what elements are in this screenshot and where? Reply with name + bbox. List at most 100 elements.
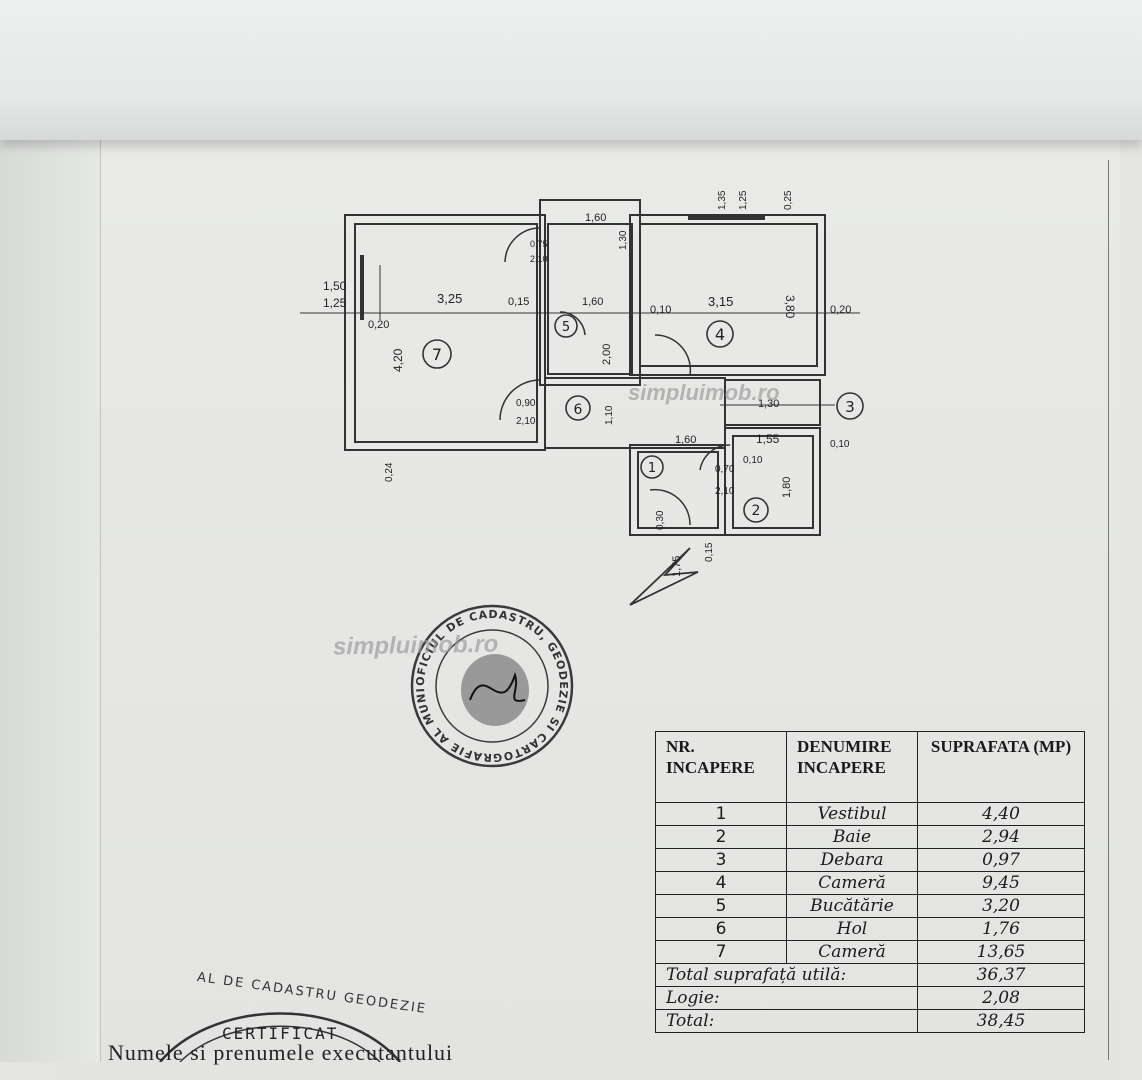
- room-4-marker: [706, 320, 734, 348]
- dim-1-35: 1,35: [717, 190, 728, 210]
- loggia-value: 2,08: [917, 986, 1085, 1010]
- room-nr: 2: [655, 825, 787, 849]
- room-number-2: 2: [752, 503, 761, 519]
- room-area: 2,94: [917, 825, 1085, 849]
- room-nr: 1: [655, 802, 787, 826]
- rooms-table: NR. INCAPERE DENUMIRE INCAPERE SUPRAFATA…: [655, 731, 1085, 1033]
- certificate-stamp: [159, 1012, 401, 1062]
- dim-1-25: 1,25: [323, 296, 347, 310]
- dim-1-55: 1,55: [756, 432, 780, 446]
- north-arrow: [629, 547, 699, 606]
- dim-0-15-bottom: 0,15: [704, 542, 715, 562]
- table-row: 3 Debara 0,97: [655, 848, 1085, 872]
- dim-3-15: 3,15: [708, 294, 733, 309]
- dim-2-10-door: 2,10: [530, 254, 548, 264]
- dim-2-10-door7: 2,10: [516, 416, 536, 427]
- dim-2-00: 2,00: [601, 344, 613, 365]
- room-nr: 7: [655, 940, 787, 964]
- room-5-marker: [554, 314, 578, 338]
- header-nr: NR. INCAPERE: [655, 731, 787, 803]
- grand-total-label: Total:: [655, 1009, 918, 1033]
- room-name: Vestibul: [786, 802, 918, 826]
- room-number-1: 1: [648, 461, 656, 476]
- dim-0-75-door: 0,75: [530, 239, 548, 249]
- dim-0-10: 0,10: [650, 304, 671, 316]
- dim-0-24: 0,24: [384, 462, 395, 482]
- room-name: Cameră: [786, 940, 918, 964]
- room-2-walls: [724, 427, 821, 536]
- room-number-6: 6: [574, 402, 583, 418]
- table-row: 4 Cameră 9,45: [655, 871, 1085, 895]
- executant-line: Numele si prenumele executantului: [108, 1040, 454, 1065]
- table-row: 2 Baie 2,94: [655, 825, 1085, 849]
- dim-0-90-door7: 0,90: [516, 398, 536, 409]
- dim-0-20-left: 0,20: [368, 319, 389, 331]
- room-number-4: 4: [715, 325, 725, 344]
- room-7-walls: [344, 214, 546, 451]
- room-number-3: 3: [845, 398, 855, 416]
- room-name: Debara: [786, 848, 918, 872]
- room-number-7: 7: [432, 345, 442, 364]
- left-paper-edge: [0, 130, 101, 1062]
- dim-1-80: 1,80: [781, 477, 793, 498]
- room-area: 13,65: [917, 940, 1085, 964]
- dim-1-75: 1,75: [671, 556, 683, 577]
- table-row: 1 Vestibul 4,40: [655, 802, 1085, 826]
- dim-2-10-bath: 2,10: [715, 486, 735, 497]
- watermark-text: simpluimob.ro: [332, 630, 499, 661]
- room-nr: 6: [655, 917, 787, 941]
- room-7-marker: [422, 339, 452, 369]
- table-row: 7 Cameră 13,65: [655, 940, 1085, 964]
- total-label: Total suprafață utilă:: [655, 963, 918, 987]
- room-area: 3,20: [917, 894, 1085, 918]
- room-6-marker: [565, 395, 591, 421]
- room-name: Bucătărie: [786, 894, 918, 918]
- room-nr: 5: [655, 894, 787, 918]
- dim-1-30-mid: 1,30: [758, 398, 779, 410]
- room-nr: 4: [655, 871, 787, 895]
- room-3-marker: [836, 392, 864, 420]
- header-area: SUPRAFATA (MP): [917, 731, 1085, 803]
- header-name: DENUMIRE INCAPERE: [786, 731, 918, 803]
- dim-0-30: 0,30: [655, 510, 666, 530]
- dim-1-60-top: 1,60: [585, 212, 606, 224]
- loggia-row: Logie: 2,08: [655, 986, 1085, 1010]
- room-name: Hol: [786, 917, 918, 941]
- certificate-label: CERTIFICAT: [222, 1024, 339, 1043]
- room-area: 0,97: [917, 848, 1085, 872]
- room-name: Baie: [786, 825, 918, 849]
- total-row: Total suprafață utilă: 36,37: [655, 963, 1085, 987]
- table-row: 6 Hol 1,76: [655, 917, 1085, 941]
- table-row: 5 Bucătărie 3,20: [655, 894, 1085, 918]
- dim-0-10-right: 0,10: [830, 439, 850, 450]
- room-1-marker: [640, 455, 664, 479]
- grand-total-row: Total: 38,45: [655, 1009, 1085, 1033]
- dim-0-15: 0,15: [508, 296, 529, 308]
- room-area: 1,76: [917, 917, 1085, 941]
- dim-1-60-hall: 1,60: [675, 434, 696, 446]
- dim-1-25-top: 1,25: [738, 190, 749, 210]
- room-nr: 3: [655, 848, 787, 872]
- room-area: 9,45: [917, 871, 1085, 895]
- dim-1-10: 1,10: [604, 405, 615, 425]
- room-3-walls: [724, 379, 821, 426]
- dim-0-20: 0,20: [830, 304, 851, 316]
- dim-1-30-top: 1,30: [618, 230, 629, 250]
- dim-0-70-bath: 0,70: [715, 464, 735, 475]
- grand-total-value: 38,45: [917, 1009, 1085, 1033]
- room-area: 4,40: [917, 802, 1085, 826]
- watermark-text-plan: simpluimob.ro: [628, 380, 780, 405]
- dim-3-80: 3,80: [783, 295, 797, 319]
- room-2-marker: [743, 497, 769, 523]
- loggia-label: Logie:: [655, 986, 918, 1010]
- room-5-walls: [539, 199, 641, 386]
- total-value: 36,37: [917, 963, 1085, 987]
- room-name: Cameră: [786, 871, 918, 895]
- dim-4-20: 4,20: [391, 348, 405, 372]
- dim-1-50: 1,50: [323, 279, 347, 293]
- dim-1-60-kitchen: 1,60: [582, 296, 603, 308]
- sheet-border-line: [1108, 160, 1109, 1060]
- dim-0-25-top: 0,25: [783, 190, 794, 210]
- folded-paper-top: [0, 0, 1142, 140]
